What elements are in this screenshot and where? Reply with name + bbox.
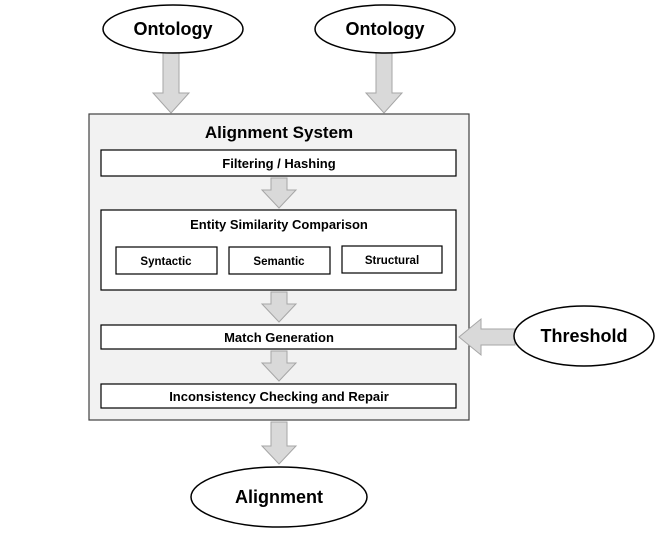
ontology-left-label: Ontology [134,19,213,39]
alignment-output-node [190,466,368,528]
semantic-box [228,246,331,275]
ontology-right-node [314,4,456,54]
arrow-threshold-to-match [458,317,516,357]
threshold-label: Threshold [540,326,627,346]
filtering-hashing-label: Filtering / Hashing [222,156,335,171]
semantic-label: Semantic [253,256,305,268]
entity-similarity-title: Entity Similarity Comparison [190,217,368,232]
arrow-system-to-alignment [260,421,298,465]
match-generation-label: Match Generation [224,330,334,345]
arrow-match-to-inconsistency [260,350,298,382]
arrow-filtering-to-similarity [260,177,298,209]
arrow-ontology-right-down [364,50,404,114]
ontology-right-label: Ontology [346,19,425,39]
ontology-left-node [102,4,244,54]
syntactic-label: Syntactic [140,256,192,268]
alignment-output-label: Alignment [235,487,323,507]
structural-box [341,245,443,274]
filtering-hashing-box [100,149,457,177]
syntactic-box [115,246,218,275]
match-generation-box [100,324,457,350]
inconsistency-box [100,383,457,409]
inconsistency-label: Inconsistency Checking and Repair [169,389,389,404]
arrow-similarity-to-match [260,291,298,323]
threshold-node [513,305,655,367]
alignment-system-title: Alignment System [205,123,353,142]
arrow-ontology-left-down [151,50,191,114]
structural-label: Structural [365,255,419,267]
